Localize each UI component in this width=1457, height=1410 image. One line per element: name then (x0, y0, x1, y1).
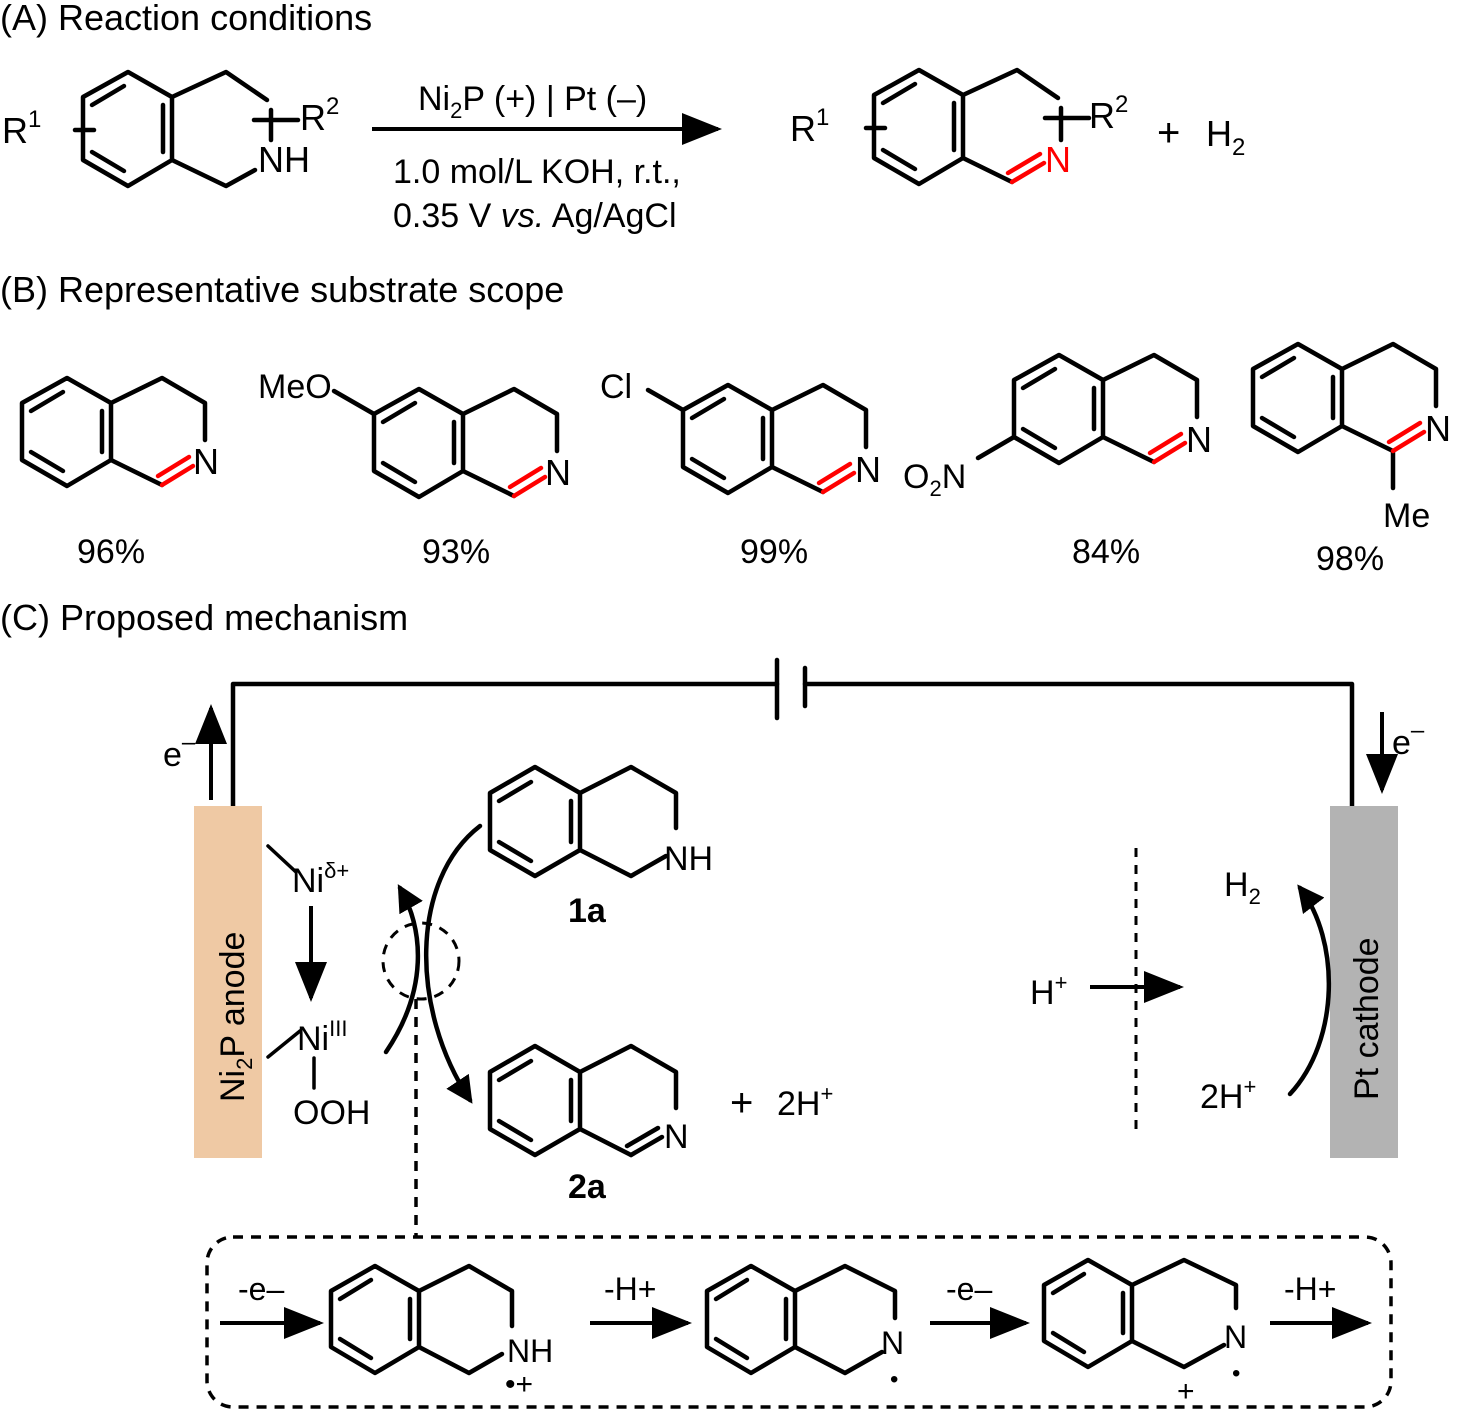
substrate-1-n: N (193, 441, 219, 482)
int2-radical: • (890, 1366, 898, 1393)
molecule-1a-nh: NH (664, 840, 713, 878)
product-dhiq (863, 67, 1092, 187)
substrate-5 (1250, 341, 1439, 491)
int3-cation: + (1177, 1375, 1195, 1408)
conditions-line-3: 0.35 V vs. Ag/AgCl (393, 197, 677, 235)
substrate-4-n: N (1186, 419, 1212, 460)
substrate-2-n: N (545, 452, 571, 493)
aminyl-radical-intermediate (704, 1263, 898, 1376)
int2-n: N (881, 1325, 904, 1361)
int3-n: N (1224, 1319, 1247, 1355)
int3-radical: • (1232, 1360, 1240, 1387)
plus-sign: + (1157, 111, 1180, 155)
substrate-2 (331, 386, 560, 500)
radical-cation-intermediate-2 (1041, 1257, 1239, 1370)
substrate-2-yield: 93% (422, 533, 490, 571)
cathode-h2: H2 (1224, 866, 1261, 909)
substrate-1-yield: 96% (77, 533, 145, 571)
step-3-label: -e– (946, 1271, 992, 1307)
cathode-label: Pt cathode (1348, 937, 1386, 1100)
step-2-label: -H+ (604, 1271, 656, 1307)
step-1-label: -e– (238, 1271, 284, 1307)
electron-right-label: e– (1392, 717, 1425, 762)
substrate-1 (19, 375, 208, 489)
substrate-3 (645, 382, 869, 496)
step-4-label: -H+ (1284, 1271, 1336, 1307)
substrate-4-group: O2N (903, 458, 966, 501)
electron-transfer-circle (381, 921, 461, 1001)
product-r1: R1 (790, 104, 829, 149)
molecule-1a-label: 1a (568, 892, 607, 930)
ooh-label: OOH (293, 1094, 370, 1132)
conditions-line-2: 1.0 mol/L KOH, r.t., (393, 153, 681, 191)
anode-label: Ni2P anode (214, 932, 257, 1102)
substrate-3-yield: 99% (740, 533, 808, 571)
hydrogen-evolution-arrow (1287, 884, 1331, 1097)
substrate-3-group: Cl (600, 368, 632, 406)
substrate-5-n: N (1425, 408, 1451, 449)
product-n: N (1045, 139, 1071, 180)
ni-delta-label: Niδ+ (292, 858, 349, 900)
substrate-3-n: N (855, 449, 881, 490)
mechanism-inset (205, 1235, 1393, 1409)
substrate-4 (975, 352, 1200, 466)
substrate-5-group: Me (1383, 497, 1430, 535)
nh-label: NH (258, 139, 310, 180)
pt-cathode (1330, 806, 1398, 1158)
molecule-2a-n: N (664, 1118, 689, 1156)
ni-delta-bond (266, 844, 298, 874)
molecule-2a (487, 1043, 679, 1158)
molecule-2a-label: 2a (568, 1168, 607, 1206)
anode-protons: 2H+ (777, 1081, 833, 1123)
substrate-2-group: MeO (258, 368, 332, 406)
r1-label: R1 (2, 106, 41, 151)
product-r2: R2 (1089, 91, 1128, 136)
conditions-line-1: Ni2P (+) | Pt (–) (418, 80, 647, 123)
int1-radical-cation: •+ (505, 1368, 533, 1401)
heading-a: (A) Reaction conditions (0, 0, 372, 38)
heading-c: (C) Proposed mechanism (0, 597, 408, 638)
ni-iii-label: NiIII (297, 1016, 347, 1058)
ni-regeneration-arrow (383, 884, 423, 1055)
hydrogen-product: H2 (1206, 113, 1245, 161)
ni-iii-bond (266, 1029, 302, 1059)
int1-nh: NH (507, 1333, 553, 1369)
electron-left-label: e– (163, 729, 196, 774)
heading-b: (B) Representative substrate scope (0, 269, 564, 310)
external-circuit (230, 657, 1355, 809)
cathode-protons: 2H+ (1200, 1074, 1256, 1116)
r2-label: R2 (300, 93, 339, 138)
substrate-4-yield: 84% (1072, 533, 1140, 571)
ni2p-anode (194, 806, 262, 1158)
proton-label: H+ (1030, 970, 1067, 1012)
reactant-thiq (72, 69, 301, 189)
molecule-1a (487, 764, 679, 879)
substrate-5-yield: 98% (1316, 540, 1384, 578)
anode-plus: + (730, 1081, 753, 1125)
radical-cation-intermediate (328, 1263, 515, 1376)
substrate-oxidation-arrow (423, 823, 483, 1104)
